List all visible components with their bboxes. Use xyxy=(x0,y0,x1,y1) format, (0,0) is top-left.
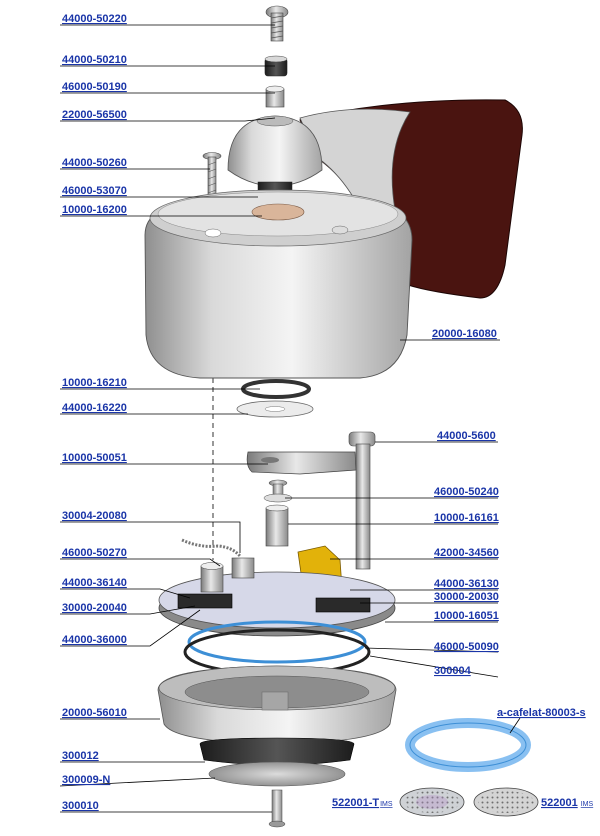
group-gasket xyxy=(199,737,355,766)
cap-nut xyxy=(264,55,288,77)
label-30000-20040[interactable]: 30000-20040 xyxy=(62,602,127,614)
label-10000-16051[interactable]: 10000-16051 xyxy=(434,610,499,622)
label-10000-50051[interactable]: 10000-50051 xyxy=(62,452,127,464)
label-44000-36000[interactable]: 44000-36000 xyxy=(62,634,127,646)
label-46000-50270[interactable]: 46000-50270 xyxy=(62,547,127,559)
brew-group xyxy=(157,665,397,745)
guide-sleeve xyxy=(265,504,289,547)
left-terminal-block xyxy=(177,593,233,609)
pivot-dome xyxy=(227,115,323,195)
label-46000-50240[interactable]: 46000-50240 xyxy=(434,486,499,498)
label-44000-36140[interactable]: 44000-36140 xyxy=(62,577,127,589)
label-44000-50210[interactable]: 44000-50210 xyxy=(62,54,127,66)
label-30000-20030[interactable]: 30000-20030 xyxy=(434,591,499,603)
label-20000-56010[interactable]: 20000-56010 xyxy=(62,707,127,719)
right-terminal-block xyxy=(315,597,371,613)
label-44000-36130[interactable]: 44000-36130 xyxy=(434,578,499,590)
label-522001-t-code: 522001-T xyxy=(332,797,379,809)
label-300012[interactable]: 300012 xyxy=(62,750,99,762)
label-44000-5600[interactable]: 44000-5600 xyxy=(437,430,496,442)
label-46000-50090[interactable]: 46000-50090 xyxy=(434,641,499,653)
label-a-cafelat-80003-s[interactable]: a-cafelat-80003-s xyxy=(497,707,586,719)
label-22000-56500[interactable]: 22000-56500 xyxy=(62,109,127,121)
label-46000-50190[interactable]: 46000-50190 xyxy=(62,81,127,93)
label-10000-16210[interactable]: 10000-16210 xyxy=(62,377,127,389)
label-522001-t[interactable]: 522001-TIMS xyxy=(332,797,393,809)
label-300004[interactable]: 300004 xyxy=(434,665,472,677)
blue-gasket xyxy=(187,620,367,664)
ims-screen xyxy=(473,787,539,817)
label-30004-20080[interactable]: 30004-20080 xyxy=(62,510,127,522)
label-10000-16200[interactable]: 10000-16200 xyxy=(62,204,127,216)
label-522001-code: 522001 xyxy=(541,797,578,809)
label-522001-ims: IMS xyxy=(581,801,594,808)
guide-rod xyxy=(348,431,376,570)
main-housing xyxy=(144,189,413,379)
bracket-screw xyxy=(263,479,293,503)
dispersion-screen xyxy=(208,761,346,787)
spacer-sleeve xyxy=(265,85,285,108)
label-44000-16220[interactable]: 44000-16220 xyxy=(62,402,127,414)
label-10000-16161[interactable]: 10000-16161 xyxy=(434,512,499,524)
label-46000-53070[interactable]: 46000-53070 xyxy=(62,185,127,197)
label-300010[interactable]: 300010 xyxy=(62,800,99,812)
link-bracket xyxy=(246,451,357,475)
ims-screen-t xyxy=(399,787,465,817)
label-300009-n[interactable]: 300009-N xyxy=(62,774,110,786)
long-screw xyxy=(202,152,222,206)
top-screw xyxy=(265,5,289,42)
label-44000-50220[interactable]: 44000-50220 xyxy=(62,13,127,25)
label-20000-16080[interactable]: 20000-16080 xyxy=(432,328,497,340)
leader-lines xyxy=(59,24,521,813)
label-522001-t-ims: IMS xyxy=(380,801,393,808)
label-42000-34560[interactable]: 42000-34560 xyxy=(434,547,499,559)
screen-screw xyxy=(268,789,286,828)
label-44000-50260[interactable]: 44000-50260 xyxy=(62,157,127,169)
sensor-wire xyxy=(181,538,242,558)
